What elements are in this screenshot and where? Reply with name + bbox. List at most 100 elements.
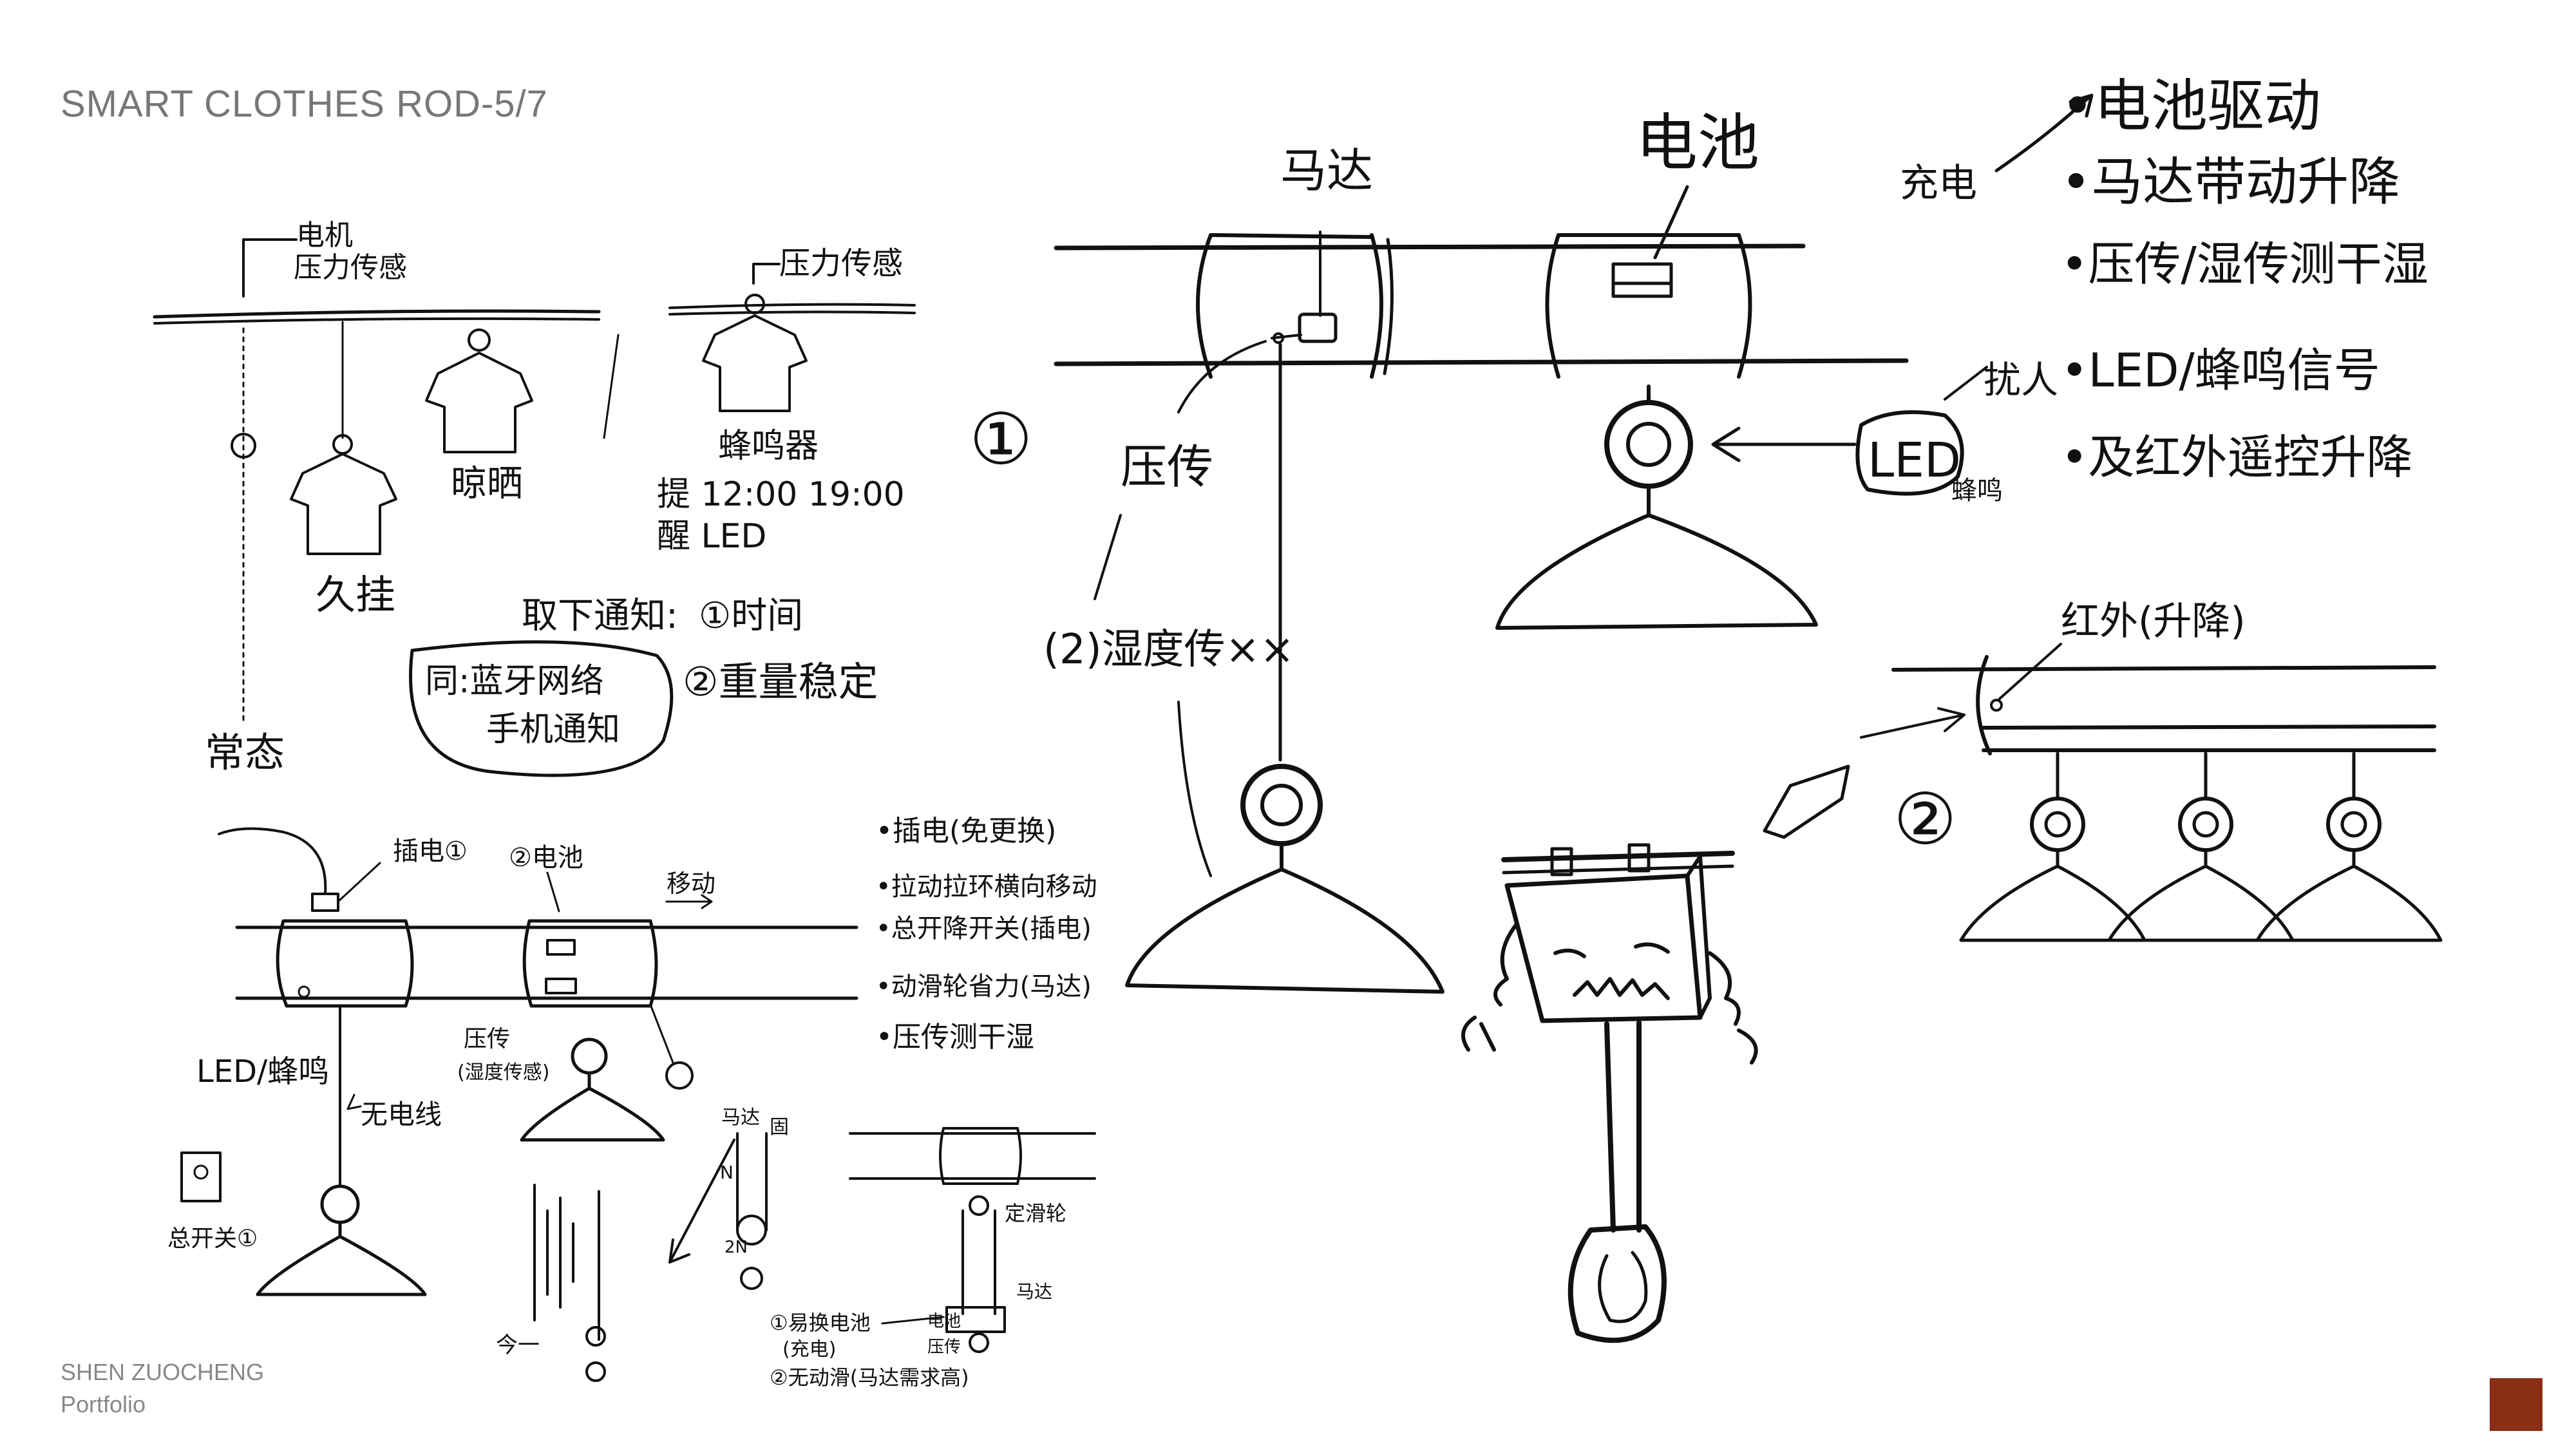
battery-unit: [524, 921, 656, 1006]
note-left-4: •动滑轮省力(马达): [876, 972, 1092, 1001]
shirt-icon-3: [703, 316, 806, 411]
label-pressure-main: 压传: [1121, 440, 1213, 494]
ir-ring-2-inner: [2194, 813, 2217, 836]
note-right-2: •马达带动升降: [2061, 152, 2400, 212]
motor-housing-left: [1198, 235, 1211, 377]
notes-right-list: 充电 •电池驱动 •马达带动升降 •压传/湿传测干湿 •LED/蜂鸣信号 •及红…: [1900, 73, 2429, 484]
switch-knob: [194, 1166, 207, 1179]
ring-icon-c: [573, 1039, 606, 1073]
ir-ring-2: [2180, 799, 2231, 850]
brand-mark: [2490, 1378, 2543, 1431]
label-infrared: 红外(升降): [2061, 599, 2246, 644]
ir-signal-arrow: [1861, 708, 1964, 737]
note-left-3: •总开降开关(插电): [876, 914, 1092, 943]
ring-inner-right: [1628, 424, 1669, 465]
ir-rod-end: [1978, 657, 1990, 753]
humidity-leader-bottom: [1179, 702, 1211, 876]
bracket-mark: [243, 240, 296, 296]
label-motor-small: 马达: [721, 1106, 760, 1129]
label-force-2n: 2N: [724, 1238, 748, 1257]
label-notify-weight: ②重量稳定: [683, 658, 878, 705]
label-remind: 提 12:00 19:00: [657, 475, 905, 514]
rod-line-right: [670, 305, 914, 308]
hanger-main-right: [1497, 486, 1816, 628]
motor-housing-edge: [1385, 240, 1392, 374]
label-motor-main: 马达: [1280, 144, 1373, 198]
label-pulley: 定滑轮: [1005, 1201, 1066, 1226]
rod-line: [155, 311, 599, 317]
note-right-4: •LED/蜂鸣信号: [2061, 343, 2380, 397]
ir-sensor-dot: [1991, 700, 2002, 710]
disturb-leader: [1945, 367, 1987, 399]
label-bubble-1: 同:蓝牙网络: [425, 662, 604, 701]
leader-line-2: [547, 873, 559, 911]
label-fixed: 固: [770, 1116, 789, 1139]
label-motor-sensor-2: 压力传感: [294, 251, 407, 284]
label-buzzer: 蜂鸣器: [718, 427, 819, 466]
label-led-buzzer: LED/蜂鸣: [196, 1054, 329, 1090]
led-arrow: [1713, 428, 1855, 460]
label-force-n: N: [720, 1162, 734, 1183]
ring-icon-b: [322, 1186, 358, 1222]
sketch-rod-states: 电机 压力传感 压力传感 常态 久挂 晾晒 蜂鸣器 提 12:00 19:00 …: [155, 219, 914, 776]
label-notify-time: ①时间: [699, 595, 803, 637]
hook-icon-2: [469, 330, 489, 350]
ir-ring-3-inner: [2342, 813, 2365, 836]
leader-line-3: [650, 1005, 673, 1063]
note-left-1: •插电(免更换): [876, 815, 1056, 848]
label-motor-bottom: 马达: [1016, 1281, 1052, 1302]
notes-left-list: •插电(免更换) •拉动拉环横向移动 •总开降开关(插电) •动滑轮省力(马达)…: [876, 815, 1097, 1054]
label-motor-sensor-1: 电机: [296, 219, 353, 252]
hanger-main-left: [1127, 844, 1443, 992]
ir-hangers: [1961, 753, 2441, 940]
motor-icon: [546, 979, 576, 993]
motor-housing-right: [1372, 235, 1381, 377]
battery-icon-main: [1613, 264, 1671, 296]
label-battery-small: 电池: [927, 1312, 961, 1331]
rod-small: [850, 1133, 1095, 1179]
switch-box: [182, 1153, 220, 1201]
sketch-power-versions: 插电① ②电池 移动 LED/蜂鸣 无电线 压传 (湿度传感) 总开关①: [167, 829, 1095, 1390]
ir-ring-3: [2328, 799, 2380, 850]
hanger-icon: [258, 1222, 425, 1294]
humidity-leader-top: [1095, 515, 1121, 599]
mascot-left-hand: [1463, 1018, 1494, 1050]
ring-small-b: [587, 1363, 605, 1381]
ir-hanger-1: [1961, 753, 2145, 940]
label-long-hang: 久挂: [316, 571, 395, 618]
load-ring: [970, 1334, 988, 1352]
ir-ring-1-inner: [2046, 813, 2069, 836]
ring-inner-left: [1262, 786, 1301, 824]
label-option1-a: ①易换电池: [770, 1311, 871, 1335]
mascot-grip-inner: [1600, 1253, 1646, 1321]
label-cut: 今一: [496, 1332, 540, 1358]
label-pressure-sensor: 压力传感: [779, 245, 903, 281]
note-left-5: •压传测干湿: [876, 1021, 1034, 1054]
label-led: LED: [1868, 433, 1961, 488]
label-pressure-small: 压传: [927, 1338, 961, 1357]
shirt-icon-2: [426, 353, 532, 452]
note-right-3: •压传/湿传测干湿: [2061, 237, 2429, 291]
label-bubble-2: 手机通知: [486, 710, 620, 749]
sketch-infrared-rod: 红外(升降) ②: [1765, 599, 2441, 940]
mascot-robot: [1463, 845, 1756, 1340]
pulley-load: [741, 1268, 762, 1289]
label-normal: 常态: [205, 729, 285, 776]
fixed-pulley: [970, 1197, 988, 1215]
divider-stroke: [604, 335, 618, 438]
note-left-2: •拉动拉环横向移动: [876, 872, 1097, 902]
label-circle-one: ①: [969, 398, 1033, 480]
ir-leader: [2000, 644, 2061, 699]
ring-large-right: [1607, 402, 1690, 486]
ir-rod-mid: [1984, 726, 2434, 728]
plug-unit: [278, 921, 412, 1006]
battery-housing-left: [1548, 235, 1559, 377]
note-right-1: •电池驱动: [2061, 73, 2321, 139]
ring-icon-d: [667, 1063, 692, 1088]
bracket-mark-right: [753, 264, 779, 283]
label-battery: ②电池: [509, 843, 583, 873]
rod-line-right-lower: [670, 312, 914, 314]
ir-rod-top: [1893, 667, 2434, 670]
label-wireless: 无电线: [361, 1099, 442, 1130]
led-dot: [299, 987, 309, 997]
